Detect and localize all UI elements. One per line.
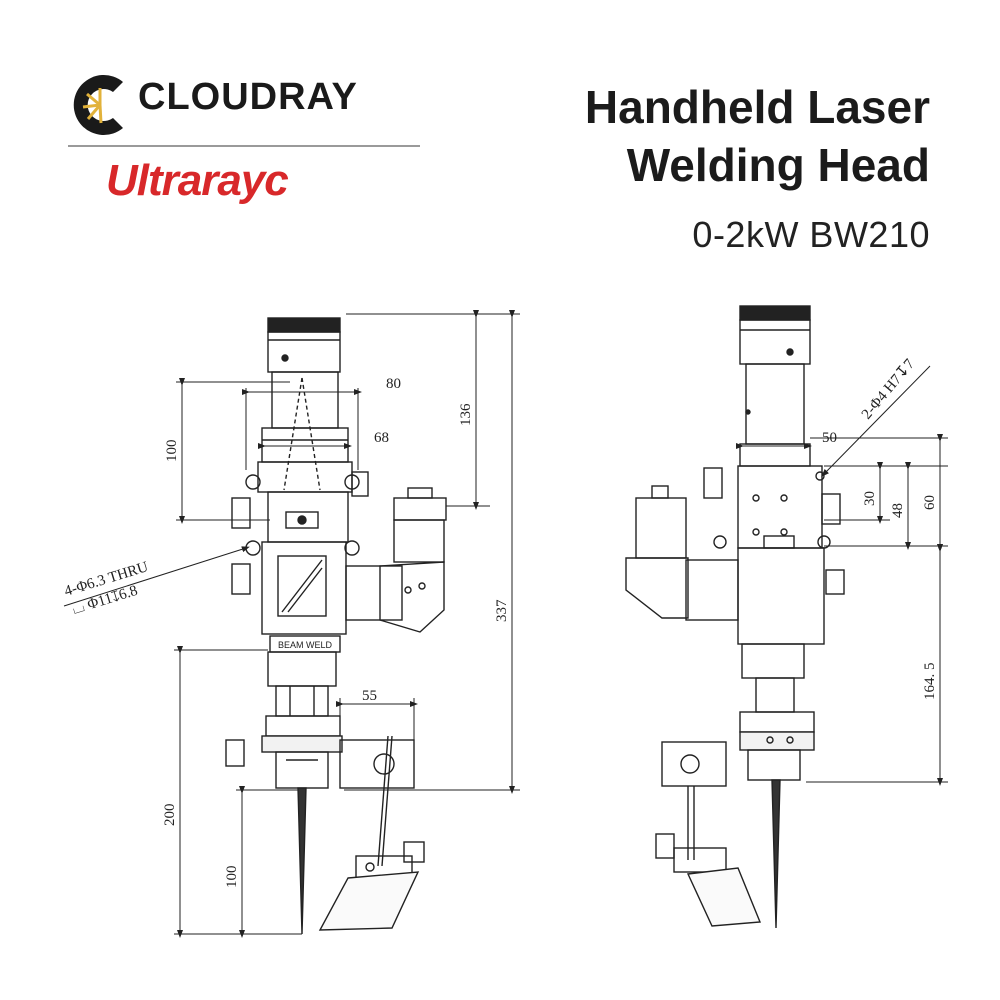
title-line-2: Welding Head xyxy=(626,139,930,191)
cloudray-wordmark: CLOUDRAY xyxy=(138,76,358,118)
side-dimensions xyxy=(736,365,948,786)
front-view: BEAM WELD xyxy=(225,317,447,935)
dim-200: 200 xyxy=(162,804,178,827)
dim-80: 80 xyxy=(386,376,401,392)
front-dimensions xyxy=(63,310,520,938)
front-dimension-labels: 80 68 100 136 337 55 200 100 4-Φ6.3 THRU… xyxy=(62,376,510,888)
dim-50: 50 xyxy=(822,430,837,446)
side-hole-note: 2-Φ4 H7↧7 xyxy=(859,356,919,423)
dim-136: 136 xyxy=(458,403,474,426)
dim-60: 60 xyxy=(922,495,938,510)
dim-100-top: 100 xyxy=(164,440,180,463)
front-nameplate: BEAM WELD xyxy=(278,640,333,650)
title-block: Handheld Laser Welding Head 0-2kW BW210 xyxy=(585,78,930,256)
dim-48: 48 xyxy=(890,503,906,518)
dim-30: 30 xyxy=(862,491,878,506)
cloudray-logo-icon xyxy=(73,75,123,135)
brand-divider xyxy=(68,145,420,147)
brand-block: CLOUDRAY Ultrarayc xyxy=(60,60,420,230)
side-view xyxy=(625,305,845,929)
dim-55: 55 xyxy=(362,688,377,704)
dim-337: 337 xyxy=(494,599,510,622)
ultrarayc-wordmark: Ultrarayc xyxy=(106,156,289,205)
side-dimension-labels: 50 30 48 60 164. 5 2-Φ4 H7↧7 xyxy=(822,356,938,700)
dim-164-5: 164. 5 xyxy=(922,663,938,701)
title-line-1: Handheld Laser xyxy=(584,81,930,133)
model-subtitle: 0-2kW BW210 xyxy=(692,214,930,255)
dim-68: 68 xyxy=(374,430,389,446)
dim-100-bottom: 100 xyxy=(224,866,240,889)
